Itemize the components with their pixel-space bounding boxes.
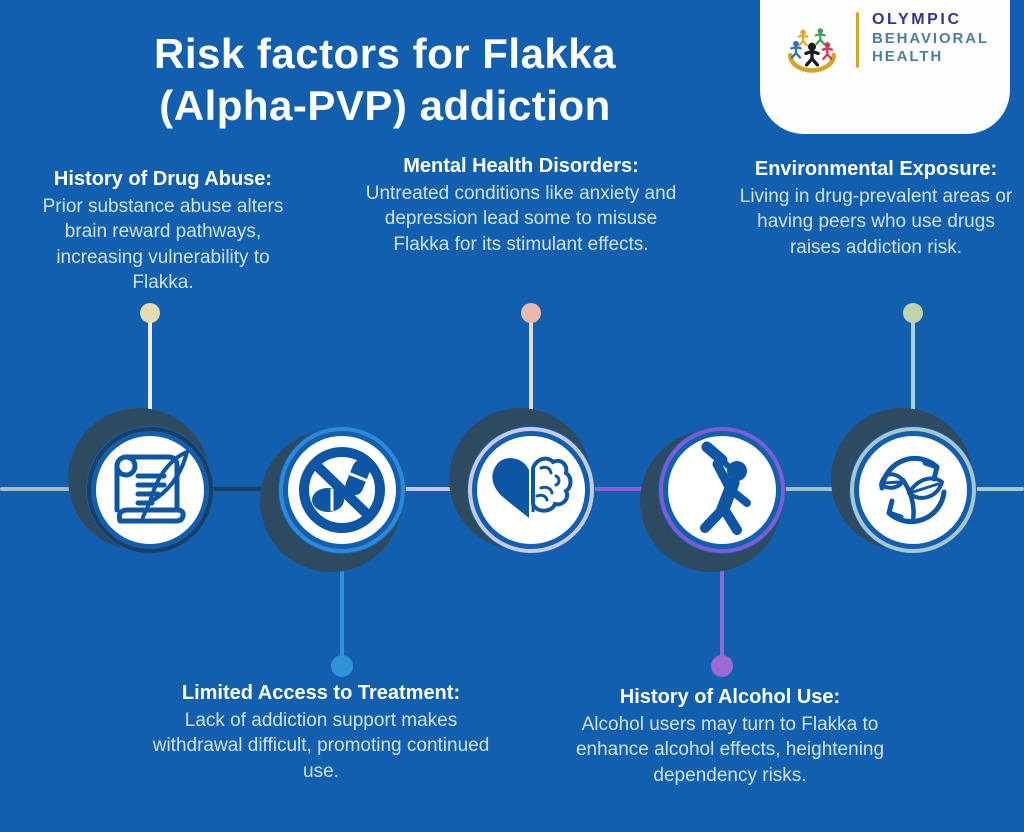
- node-circle-mental-health: [449, 408, 595, 554]
- node-ring: [659, 427, 785, 553]
- node-ring: [279, 427, 405, 553]
- factor-text-drug-abuse: History of Drug Abuse: Prior substance a…: [28, 166, 298, 295]
- people-circle-logo-icon: [788, 28, 836, 73]
- factor-text-mental-health: Mental Health Disorders: Untreated condi…: [360, 153, 682, 257]
- brand-logo-card: OLYMPIC BEHAVIORAL HEALTH: [760, 0, 1010, 134]
- eco-cycle-icon: [879, 455, 947, 525]
- stem-limited-access: [340, 512, 344, 662]
- factor-heading: Mental Health Disorders:: [403, 155, 639, 177]
- stem-mental-health: [529, 320, 533, 470]
- stem-drug-abuse: [148, 320, 152, 470]
- stem-alcohol-use: [720, 512, 724, 662]
- endpoint-dot-limited-access: [331, 655, 353, 677]
- node-circle-alcohol-use: [640, 426, 786, 572]
- endpoint-dot-mental-health: [521, 303, 541, 323]
- factor-heading: Limited Access to Treatment:: [181, 682, 461, 704]
- timeline-connector-right-edge: [972, 487, 1024, 491]
- factor-body: Living in drug-prevalent areas or having…: [739, 186, 1013, 258]
- title-line-1: Risk factors for Flakka: [153, 30, 616, 77]
- person-drinking-icon: [700, 441, 751, 535]
- factor-body: Untreated conditions like anxiety and de…: [365, 183, 677, 255]
- node-circle-environmental: [831, 408, 977, 554]
- factor-heading: History of Alcohol Use:: [619, 686, 841, 708]
- node-ring: [468, 427, 594, 553]
- endpoint-dot-alcohol-use: [711, 655, 733, 677]
- scroll-quill-icon: [114, 450, 189, 524]
- node-circle-limited-access: [260, 426, 406, 572]
- timeline-connector-4-5: [780, 487, 856, 491]
- node-circle-drug-abuse: [68, 408, 214, 554]
- factor-body: Prior substance abuse alters brain rewar…: [42, 196, 284, 293]
- factor-text-limited-access: Limited Access to Treatment: Lack of add…: [148, 680, 494, 784]
- brand-wordmark: OLYMPIC BEHAVIORAL HEALTH: [872, 11, 989, 65]
- endpoint-dot-drug-abuse: [140, 303, 160, 323]
- timeline-connector-2-3: [400, 487, 474, 491]
- heart-brain-icon: [492, 456, 573, 518]
- page-title: Risk factors for Flakka (Alpha-PVP) addi…: [40, 28, 730, 132]
- timeline-connector-left-edge: [0, 487, 94, 491]
- brand-line-olympic: OLYMPIC: [872, 11, 962, 28]
- factor-heading: History of Drug Abuse:: [53, 168, 273, 190]
- node-ring: [87, 427, 213, 553]
- logo-divider: [856, 12, 859, 68]
- no-pills-icon: [299, 447, 385, 533]
- timeline-connector-1-2: [206, 487, 286, 491]
- factor-body: Alcohol users may turn to Flakka to enha…: [575, 714, 885, 786]
- factor-body: Lack of addiction support makes withdraw…: [152, 710, 490, 782]
- factor-heading: Environmental Exposure:: [754, 158, 998, 180]
- node-ring: [850, 427, 976, 553]
- title-line-2: (Alpha-PVP) addiction: [159, 82, 611, 130]
- factor-text-environmental: Environmental Exposure: Living in drug-p…: [732, 156, 1020, 260]
- factor-text-alcohol-use: History of Alcohol Use: Alcohol users ma…: [562, 684, 898, 788]
- stem-environmental: [911, 320, 915, 470]
- endpoint-dot-environmental: [903, 303, 923, 323]
- brand-line-health: HEALTH: [872, 47, 944, 65]
- timeline-connector-3-4: [590, 487, 666, 491]
- brand-line-behavioral: BEHAVIORAL: [872, 29, 990, 47]
